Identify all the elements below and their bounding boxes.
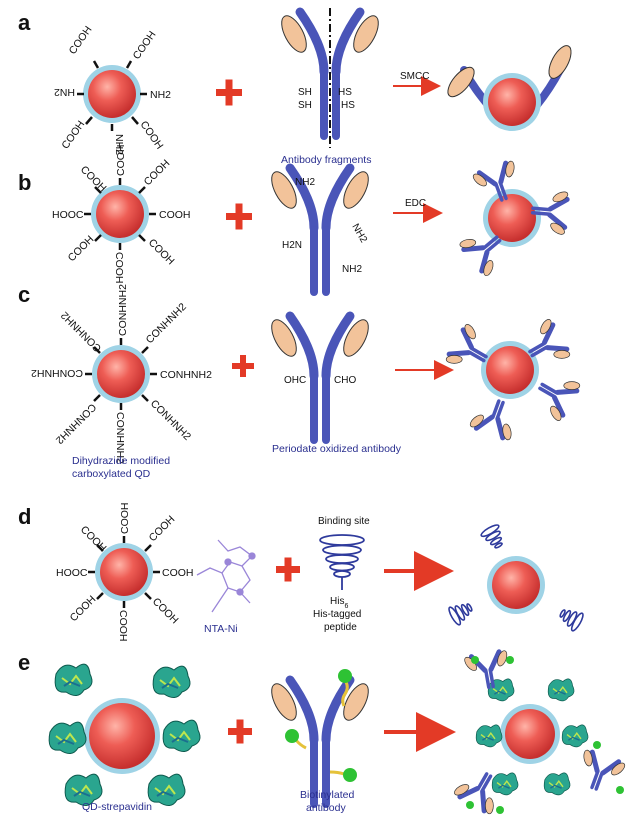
plus-icon xyxy=(232,355,254,377)
thiol-label: HS xyxy=(338,87,352,98)
group-label: COOH xyxy=(68,593,99,624)
amine-label: NH2 xyxy=(349,222,369,245)
panel-letter: d xyxy=(18,504,31,529)
product-conjugate xyxy=(447,45,572,131)
group-label: COOH xyxy=(131,29,159,62)
peptide-caption: His-tagged xyxy=(313,609,361,620)
panel-letter: b xyxy=(18,170,31,195)
peptide-caption: peptide xyxy=(324,622,357,633)
nta-label: NTA-Ni xyxy=(204,623,238,635)
his-label: His6 xyxy=(330,596,348,610)
caption: Biotinylated xyxy=(300,789,354,801)
group-label: COOH xyxy=(66,233,97,264)
panel-letter: a xyxy=(18,10,31,35)
group-label: COOH xyxy=(78,524,109,555)
quantum-dot xyxy=(83,65,141,123)
group-label: COOH xyxy=(115,145,127,177)
thiol-label: SH xyxy=(298,87,312,98)
reagent-label: SMCC xyxy=(400,71,429,82)
group-label: COOH xyxy=(67,24,95,57)
qd-caption: QD-strepavidin xyxy=(82,801,152,813)
panel-letter: c xyxy=(18,282,30,307)
panel-b: b COOH COOH COOH HOOC COOH COOH COOH COO… xyxy=(18,145,570,297)
group-label: CONHNH2 xyxy=(117,284,129,336)
caption: antibody xyxy=(306,802,346,814)
group-label: CONHNH2 xyxy=(114,412,126,464)
aldehyde-label: CHO xyxy=(334,375,356,386)
product-conjugate xyxy=(451,648,628,817)
panel-d: d COOH COOH COOH HOOC COOH COOH COOH COO… xyxy=(18,503,584,642)
oxidized-antibody xyxy=(267,316,374,444)
thiol-label: SH xyxy=(298,100,312,111)
panel-e: e QD-strepavidin Biotinylated antibody xyxy=(18,648,628,817)
quantum-dot xyxy=(95,543,153,601)
caption: Antibody fragments xyxy=(281,154,371,166)
panel-c: c CONHNH2 CONHNH2 CONHNH2 CONHNH2 CONHNH… xyxy=(18,282,583,480)
group-label: COOH xyxy=(146,237,177,268)
qd-caption: Dihydrazide modified xyxy=(72,455,170,467)
group-label: CONHNH2 xyxy=(53,401,98,446)
group-label: CONHNH2 xyxy=(144,301,189,346)
group-label: CONHNH2 xyxy=(160,369,212,381)
amine-label: NH2 xyxy=(342,264,362,275)
plus-icon xyxy=(216,79,242,106)
group-label: HOOC xyxy=(52,209,84,221)
aldehyde-label: OHC xyxy=(284,375,306,386)
group-label: COOH xyxy=(138,119,166,152)
group-label: COOH xyxy=(59,119,87,152)
group-label: COOH xyxy=(162,567,194,579)
group-label: COOH xyxy=(117,610,129,642)
group-label: CONHNH2 xyxy=(148,398,193,443)
qd-streptavidin xyxy=(48,663,201,807)
group-label: NH2 xyxy=(113,134,125,155)
amine-label: NH2 xyxy=(295,177,315,188)
group-label: CONHNH2 xyxy=(59,309,104,354)
plus-icon xyxy=(228,719,252,744)
caption: Periodate oxidized antibody xyxy=(272,443,402,455)
biotin-tags xyxy=(285,669,357,782)
panel-a: a COOH COOH HN2 NH2 COOH COOH NH2 SH SH … xyxy=(18,8,572,166)
qd-caption: carboxylated QD xyxy=(72,468,151,480)
plus-icon xyxy=(226,203,252,230)
quantum-dot xyxy=(92,345,150,403)
product-conjugate xyxy=(443,316,584,443)
group-label: COOH xyxy=(119,503,131,535)
thiol-label: HS xyxy=(341,100,355,111)
binding-site-label: Binding site xyxy=(318,516,370,527)
quantum-dot xyxy=(91,185,149,243)
group-label: CONHNH2 xyxy=(31,367,83,379)
group-label: HN2 xyxy=(54,86,75,98)
group-label: COOH xyxy=(78,164,109,195)
group-label: COOH xyxy=(150,596,181,627)
product-conjugate xyxy=(456,158,570,279)
group-label: COOH xyxy=(159,209,191,221)
nta-ni-structure xyxy=(196,539,256,613)
group-label: NH2 xyxy=(150,89,171,101)
plus-icon xyxy=(276,557,300,582)
his-tagged-peptide xyxy=(319,534,365,590)
reagent-label: EDC xyxy=(405,198,426,209)
group-label: HOOC xyxy=(56,567,88,579)
group-label: COOH xyxy=(142,157,173,188)
amine-label: H2N xyxy=(282,240,302,251)
group-label: COOH xyxy=(113,252,125,284)
group-label: COOH xyxy=(147,513,178,544)
product-conjugate xyxy=(448,524,584,632)
panel-letter: e xyxy=(18,650,30,675)
